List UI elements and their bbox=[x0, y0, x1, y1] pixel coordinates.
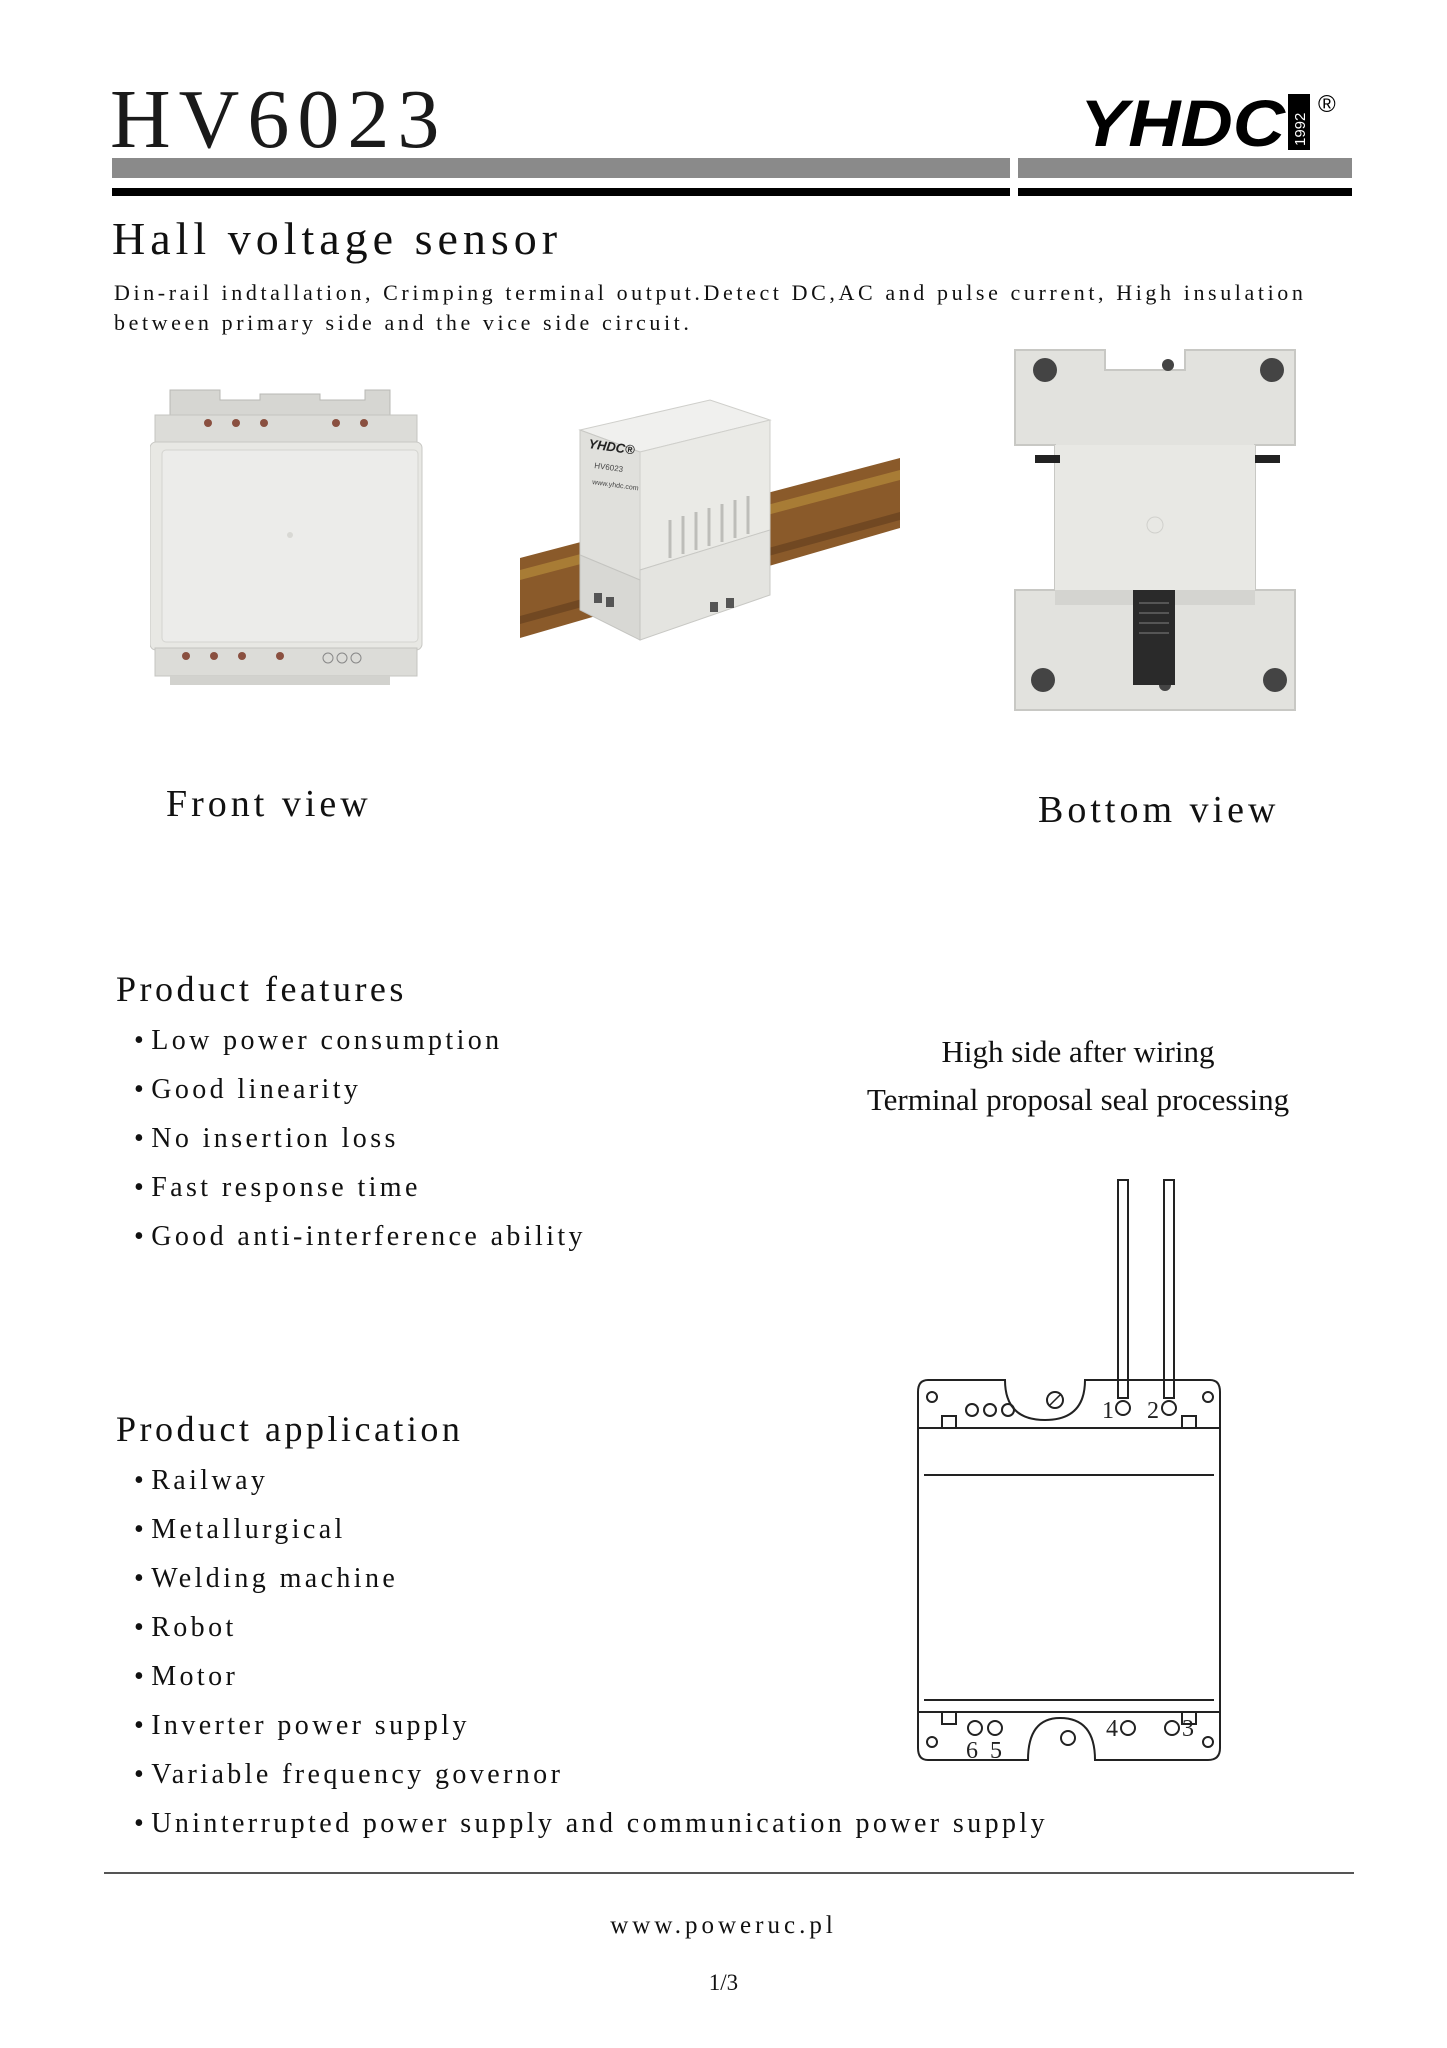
header-bar-black-right bbox=[1018, 188, 1352, 196]
list-item: Variable frequency governor bbox=[134, 1750, 1048, 1799]
list-item: Fast response time bbox=[134, 1163, 586, 1212]
registered-mark: ® bbox=[1318, 91, 1336, 118]
features-list: Low power consumption Good linearity No … bbox=[134, 1016, 586, 1261]
terminal-3-label: 3 bbox=[1182, 1716, 1194, 1742]
application-heading: Product application bbox=[116, 1409, 464, 1449]
header-bar-black-left bbox=[112, 188, 1010, 196]
wiring-note-line2: Terminal proposal seal processing bbox=[866, 1082, 1290, 1117]
list-item: Welding machine bbox=[134, 1554, 1048, 1603]
features-heading: Product features bbox=[116, 969, 407, 1009]
product-title: HV6023 bbox=[110, 73, 448, 166]
product-label-brand: YHDC® bbox=[588, 436, 636, 457]
brand-logo: YHDC 1992 ® bbox=[1080, 88, 1336, 158]
list-item: Low power consumption bbox=[134, 1016, 586, 1065]
description: Din-rail indtallation, Crimping terminal… bbox=[114, 280, 1307, 335]
bottom-view-photo bbox=[1014, 349, 1296, 711]
list-item: Good linearity bbox=[134, 1065, 586, 1114]
footer-rule bbox=[104, 1872, 1354, 1874]
wiring-note-line1: High side after wiring bbox=[941, 1034, 1215, 1069]
wiring-diagram: 1 2 3 4 5 6 bbox=[917, 1179, 1221, 1764]
page-number: 1/3 bbox=[708, 1970, 739, 1995]
header-bar-gray-right bbox=[1018, 158, 1352, 178]
terminal-1-label: 1 bbox=[1102, 1398, 1114, 1424]
terminal-2-label: 2 bbox=[1147, 1398, 1159, 1424]
terminal-5-label: 5 bbox=[990, 1738, 1002, 1764]
perspective-view-photo: YHDC® HV6023 www.yhdc.com bbox=[520, 399, 900, 641]
terminal-4-label: 4 bbox=[1106, 1716, 1118, 1742]
front-view-caption: Front view bbox=[166, 783, 372, 825]
list-item: Railway bbox=[134, 1456, 1048, 1505]
brand-logo-text: YHDC bbox=[1080, 88, 1286, 158]
product-label-model: HV6023 bbox=[594, 461, 624, 474]
list-item: Good anti-interference ability bbox=[134, 1212, 586, 1261]
list-item: Uninterrupted power supply and communica… bbox=[134, 1799, 1048, 1848]
subtitle: Hall voltage sensor bbox=[112, 213, 563, 264]
front-view-photo bbox=[150, 380, 430, 690]
header-bar-gray-left bbox=[112, 158, 1010, 178]
application-list: Railway Metallurgical Welding machine Ro… bbox=[134, 1456, 1048, 1848]
list-item: Robot bbox=[134, 1603, 1048, 1652]
footer-url[interactable]: www.poweruc.pl bbox=[610, 1912, 837, 1939]
bottom-view-caption: Bottom view bbox=[1038, 789, 1280, 831]
list-item: Metallurgical bbox=[134, 1505, 1048, 1554]
list-item: Inverter power supply bbox=[134, 1701, 1048, 1750]
brand-year: 1992 bbox=[1292, 113, 1309, 146]
list-item: Motor bbox=[134, 1652, 1048, 1701]
list-item: No insertion loss bbox=[134, 1114, 586, 1163]
terminal-6-label: 6 bbox=[966, 1738, 978, 1764]
